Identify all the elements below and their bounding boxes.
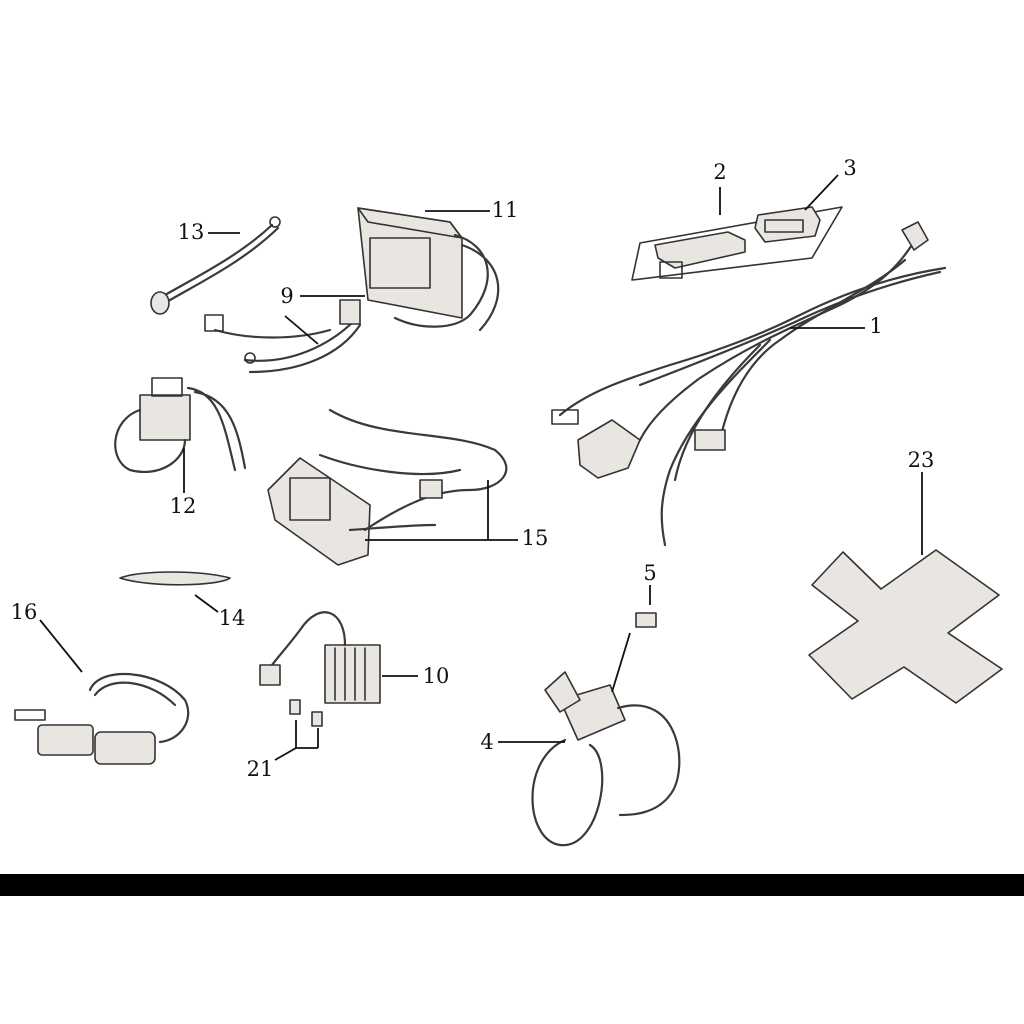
callout-5: 5 — [643, 561, 656, 585]
callout-15: 15 — [522, 526, 549, 550]
sensor-lead-drawing — [150, 216, 281, 315]
callout-16: 16 — [11, 600, 38, 624]
callout-9: 9 — [280, 284, 293, 308]
callout-4: 4 — [480, 730, 493, 754]
charger-drawing — [267, 408, 508, 566]
callout-14: 14 — [219, 606, 246, 630]
bottom-bar — [0, 874, 1024, 896]
screw-drawing — [635, 612, 657, 628]
callout-3: 3 — [843, 156, 856, 180]
callout-11: 11 — [492, 198, 519, 222]
callout-12: 12 — [170, 494, 197, 518]
battery-drawing — [357, 207, 500, 332]
battery-lead-drawing — [204, 299, 362, 374]
callout-21: 21 — [247, 757, 274, 781]
callout-1: 1 — [869, 314, 882, 338]
ignition-switch-drawing — [14, 672, 190, 765]
callout-23: 23 — [908, 448, 935, 472]
regulator-drawing — [259, 611, 381, 704]
fuse-drawing — [119, 571, 231, 586]
relay-drawing — [114, 377, 247, 473]
leader-lines — [39, 174, 923, 761]
callout-numbers: 2 3 1 11 9 13 12 15 14 16 10 21 5 4 23 — [11, 156, 935, 781]
ignition-coil-drawing — [531, 671, 681, 847]
callout-2: 2 — [713, 160, 726, 184]
bolts-drawing — [289, 699, 323, 727]
cross-pad-drawing — [808, 549, 1003, 704]
wiring-harness-drawing — [551, 221, 947, 547]
callout-10: 10 — [423, 664, 450, 688]
cdi-unit-drawing — [631, 206, 843, 281]
callout-13: 13 — [178, 220, 205, 244]
